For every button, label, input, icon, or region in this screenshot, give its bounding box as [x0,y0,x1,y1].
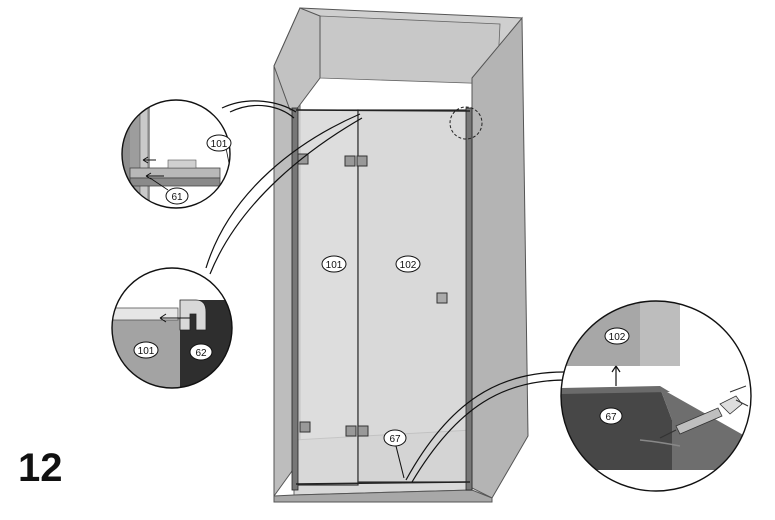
detail-bottom-label-102: 102 [604,327,630,345]
hinge-top-mid-b [356,155,368,167]
detail-top-label-101: 101 [206,134,232,152]
hinge-top-mid-a [344,155,356,167]
right-profile [465,107,473,491]
detail-bottom-label-67: 67 [599,407,623,425]
hinge-bottom-left [299,421,311,433]
hinge-bottom-mid-b [357,425,369,437]
label-101-main: 101 [321,255,347,273]
hinge-top-left [297,153,309,165]
step-number: 12 [18,446,63,490]
top-edge [295,109,471,112]
bottom-edge [295,481,471,485]
detail-top-hinge: 101 61 [121,99,232,209]
shower-enclosure: 101 102 67 [273,7,529,503]
svg-text:101: 101 [326,260,343,271]
svg-text:101: 101 [211,139,228,150]
hinge-bottom-mid-a [345,425,357,437]
glass-panel-102 [357,109,471,483]
detail-profile-label-62: 62 [189,343,213,361]
silicone-gun-icon [659,385,749,439]
detail-profile-label-101: 101 [133,341,159,359]
left-profile [291,107,299,491]
svg-text:102: 102 [400,260,417,271]
svg-text:102: 102 [609,332,626,343]
label-102-main: 102 [395,255,421,273]
detail-marker-circle [449,106,483,140]
back-wall [319,15,501,85]
enclosure-base [273,489,493,503]
label-67-main: 67 [383,429,407,447]
callout-arcs [205,100,567,483]
svg-text:101: 101 [138,346,155,357]
door-handle [436,292,448,304]
svg-text:62: 62 [195,348,207,359]
detail-bottom-seal: 102 67 [560,300,752,492]
detail-profile: 101 62 [111,267,233,389]
right-wall [471,16,529,499]
label-67-leader [395,445,405,479]
detail-top-label-61: 61 [165,187,189,205]
svg-text:61: 61 [171,192,183,203]
top-band [273,7,321,111]
svg-text:67: 67 [389,434,401,445]
svg-text:67: 67 [605,412,617,423]
